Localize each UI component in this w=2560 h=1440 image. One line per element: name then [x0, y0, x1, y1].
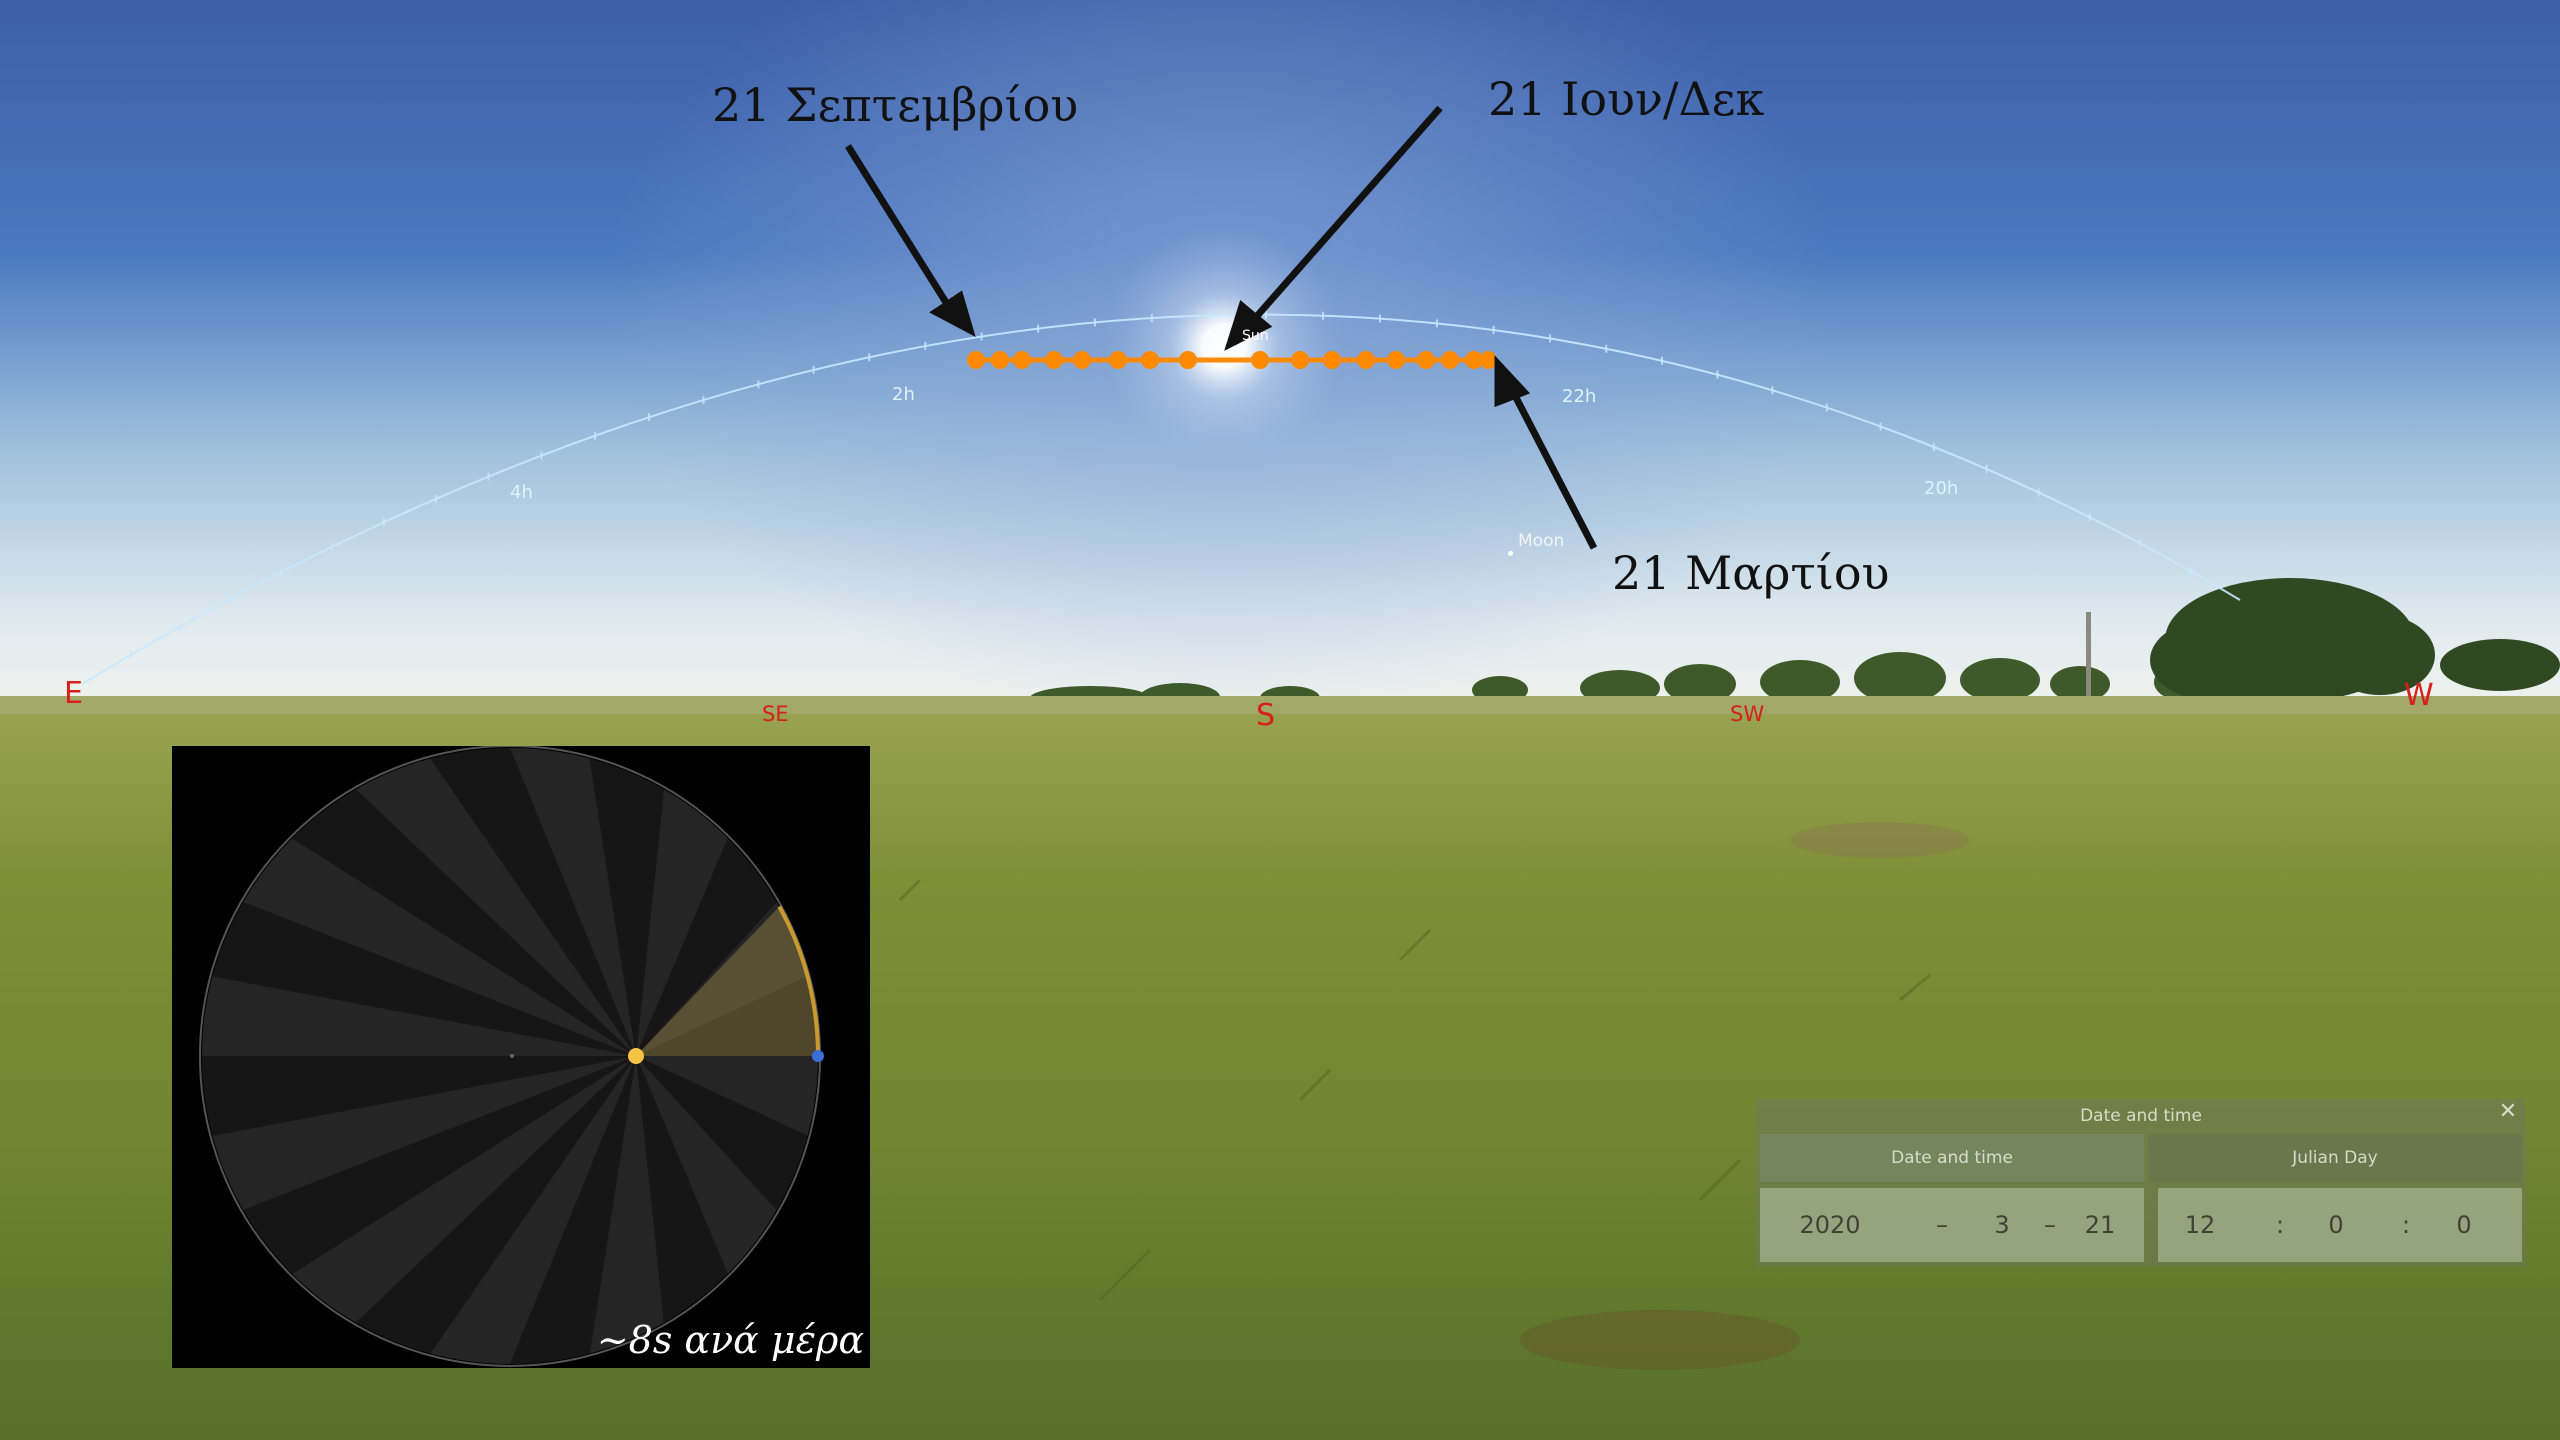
- cardinal-southeast: SE: [762, 702, 789, 726]
- hour-sector: [202, 1056, 636, 1136]
- hour-sector: [202, 976, 636, 1056]
- label-march: 21 Μαρτίου: [1612, 546, 1890, 600]
- label-september: 21 Σεπτεμβρίου: [712, 78, 1079, 132]
- date-separator: –: [2044, 1211, 2056, 1239]
- arrow-june-dec: [1247, 105, 1443, 327]
- hour-label-4h: 4h: [510, 482, 533, 503]
- moon-label: Moon: [1518, 531, 1565, 551]
- hour-sector: [636, 1056, 818, 1136]
- tab-julian-day[interactable]: Julian Day: [2148, 1134, 2522, 1182]
- hour-sector: [636, 1056, 728, 1323]
- analemma-point: [1323, 351, 1341, 369]
- hour-sector: [636, 976, 818, 1056]
- time-row: : :: [2158, 1188, 2522, 1262]
- cardinal-south: S: [1256, 698, 1276, 733]
- earth-marker: [812, 1050, 824, 1062]
- hour-sector: [430, 748, 636, 1056]
- arrow-september: [845, 144, 955, 314]
- arrowhead-june-dec: [1224, 299, 1273, 351]
- cardinal-east: E: [64, 676, 83, 711]
- center-dot: [510, 1054, 514, 1058]
- inset-caption: ~8s ανά μέρα: [596, 1318, 864, 1362]
- close-icon[interactable]: ✕: [2498, 1099, 2518, 1124]
- month-field[interactable]: [1972, 1188, 2032, 1262]
- second-field[interactable]: [2432, 1188, 2496, 1262]
- analemma-point: [1109, 351, 1127, 369]
- moon-marker: [1508, 551, 1513, 556]
- analemma-point: [967, 351, 985, 369]
- date-row: – –: [1760, 1188, 2144, 1262]
- analemma-point: [1179, 351, 1197, 369]
- hour-label-2h: 2h: [892, 384, 915, 405]
- annotation-arrows: [845, 105, 1598, 550]
- sun-label: Sun: [1242, 328, 1269, 344]
- analemma-point: [1291, 351, 1309, 369]
- hour-label-22h: 22h: [1562, 386, 1597, 407]
- arrowhead-september: [929, 290, 976, 337]
- analemma-point: [1013, 351, 1031, 369]
- hour-sector: [430, 1056, 636, 1364]
- hour-sector: [356, 1056, 636, 1354]
- hour-sector: [292, 789, 636, 1056]
- hour-sector: [243, 838, 637, 1056]
- analemma-point: [1479, 351, 1497, 369]
- analemma-point: [1465, 351, 1483, 369]
- sun-marker: [628, 1048, 644, 1064]
- cardinal-west: W: [2404, 678, 2434, 713]
- hour-sector: [636, 1056, 777, 1274]
- day-field[interactable]: [2070, 1188, 2130, 1262]
- hour-sector: [636, 1056, 808, 1210]
- hour-sector: [589, 1056, 664, 1354]
- analemma-point: [1357, 351, 1375, 369]
- analemma-point: [1441, 351, 1459, 369]
- minute-field[interactable]: [2304, 1188, 2368, 1262]
- hour-sector: [636, 902, 808, 1056]
- hour-sector: [292, 1056, 636, 1323]
- hour-sector: [243, 1056, 637, 1274]
- date-separator: –: [1936, 1211, 1948, 1239]
- analemma-points: [967, 351, 1497, 369]
- date-time-dialog: Date and time ✕ Date and time Julian Day…: [1756, 1098, 2526, 1266]
- tab-date-and-time[interactable]: Date and time: [1760, 1134, 2144, 1182]
- earth-rotation-inset: ~8s ανά μέρα: [172, 746, 870, 1368]
- analemma-point: [991, 351, 1009, 369]
- dialog-title: Date and time: [2080, 1106, 2202, 1126]
- hour-field[interactable]: [2168, 1188, 2232, 1262]
- time-separator: :: [2402, 1211, 2411, 1239]
- sun-daily-path: [81, 313, 2241, 685]
- hour-sector: [212, 1056, 636, 1210]
- time-separator: :: [2276, 1211, 2285, 1239]
- analemma-point: [1387, 351, 1405, 369]
- hour-sector: [510, 748, 636, 1056]
- analemma-point: [1045, 351, 1063, 369]
- analemma-point: [1073, 351, 1091, 369]
- cardinal-southwest: SW: [1730, 702, 1765, 726]
- analemma-point: [1251, 351, 1269, 369]
- hour-sector: [636, 789, 728, 1056]
- analemma-point: [1141, 351, 1159, 369]
- hour-sector: [636, 838, 777, 1056]
- arrowhead-march: [1494, 355, 1531, 408]
- year-field[interactable]: [1780, 1188, 1880, 1262]
- hour-sector: [212, 902, 636, 1056]
- daylight-wedge: [636, 906, 818, 1056]
- daylight-arc: [777, 905, 820, 1057]
- label-june-december: 21 Ιουν/Δεκ: [1488, 72, 1765, 126]
- arrow-march: [1506, 384, 1598, 550]
- hour-sector: [356, 758, 636, 1056]
- hour-sectors: [202, 748, 818, 1364]
- hour-label-20h: 20h: [1924, 478, 1959, 499]
- hour-sector: [589, 758, 664, 1056]
- analemma-point: [1417, 351, 1435, 369]
